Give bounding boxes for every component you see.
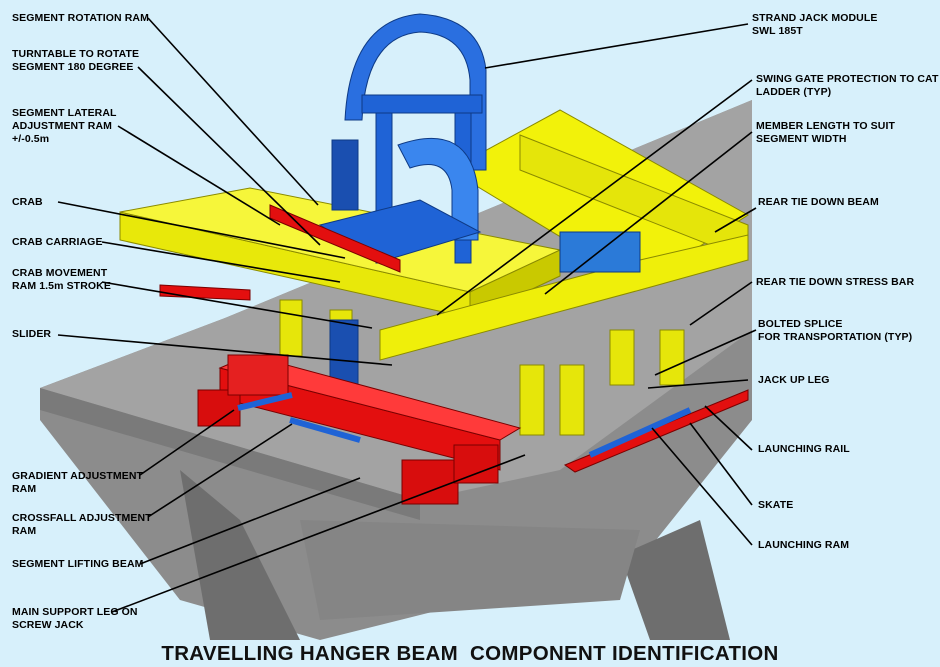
label-skate: SKATE [758,499,794,511]
adjustment-rams [237,392,692,458]
label-crab-movement-ram: CRAB MOVEMENT RAM 1.5m STROKE [12,267,111,292]
label-crab: CRAB [12,196,43,208]
label-swing-gate: SWING GATE PROTECTION TO CAT LADDER (TYP… [756,73,939,98]
label-crab-carriage: CRAB CARRIAGE [12,236,103,248]
label-slider: SLIDER [12,328,52,340]
label-rear-tie-down-stress-bar: REAR TIE DOWN STRESS BAR [756,276,915,288]
label-main-support-leg: MAIN SUPPORT LEG ON SCREW JACK [12,606,138,631]
label-member-length: MEMBER LENGTH TO SUIT SEGMENT WIDTH [756,120,895,145]
label-jack-up-leg: JACK UP LEG [758,374,830,386]
diagram-title: TRAVELLING HANGER BEAM COMPONENT IDENTIF… [161,642,779,665]
label-crossfall-adjustment-ram: CROSSFALL ADJUSTMENT RAM [12,512,152,537]
leader-lines [57,17,757,613]
label-launching-ram: LAUNCHING RAM [758,539,850,551]
label-gradient-adjustment-ram: GRADIENT ADJUSTMENT RAM [12,470,144,495]
label-segment-rotation-ram: SEGMENT ROTATION RAM [12,12,149,24]
label-segment-lifting-beam: SEGMENT LIFTING BEAM [12,558,144,570]
label-segment-lateral-adjustment-ram: SEGMENT LATERAL ADJUSTMENT RAM +/-0.5m [12,107,117,145]
label-rear-tie-down-beam: REAR TIE DOWN BEAM [758,196,879,208]
label-launching-rail: LAUNCHING RAIL [758,443,850,455]
label-turntable: TURNTABLE TO ROTATE SEGMENT 180 DEGREE [12,48,140,73]
yellow-frame [119,109,749,436]
crab-strand-jack [318,13,641,391]
segment-lifting-beam [159,204,749,505]
label-strand-jack-module: STRAND JACK MODULE SWL 185T [752,12,878,37]
label-bolted-splice: BOLTED SPLICE FOR TRANSPORTATION (TYP) [758,318,913,343]
